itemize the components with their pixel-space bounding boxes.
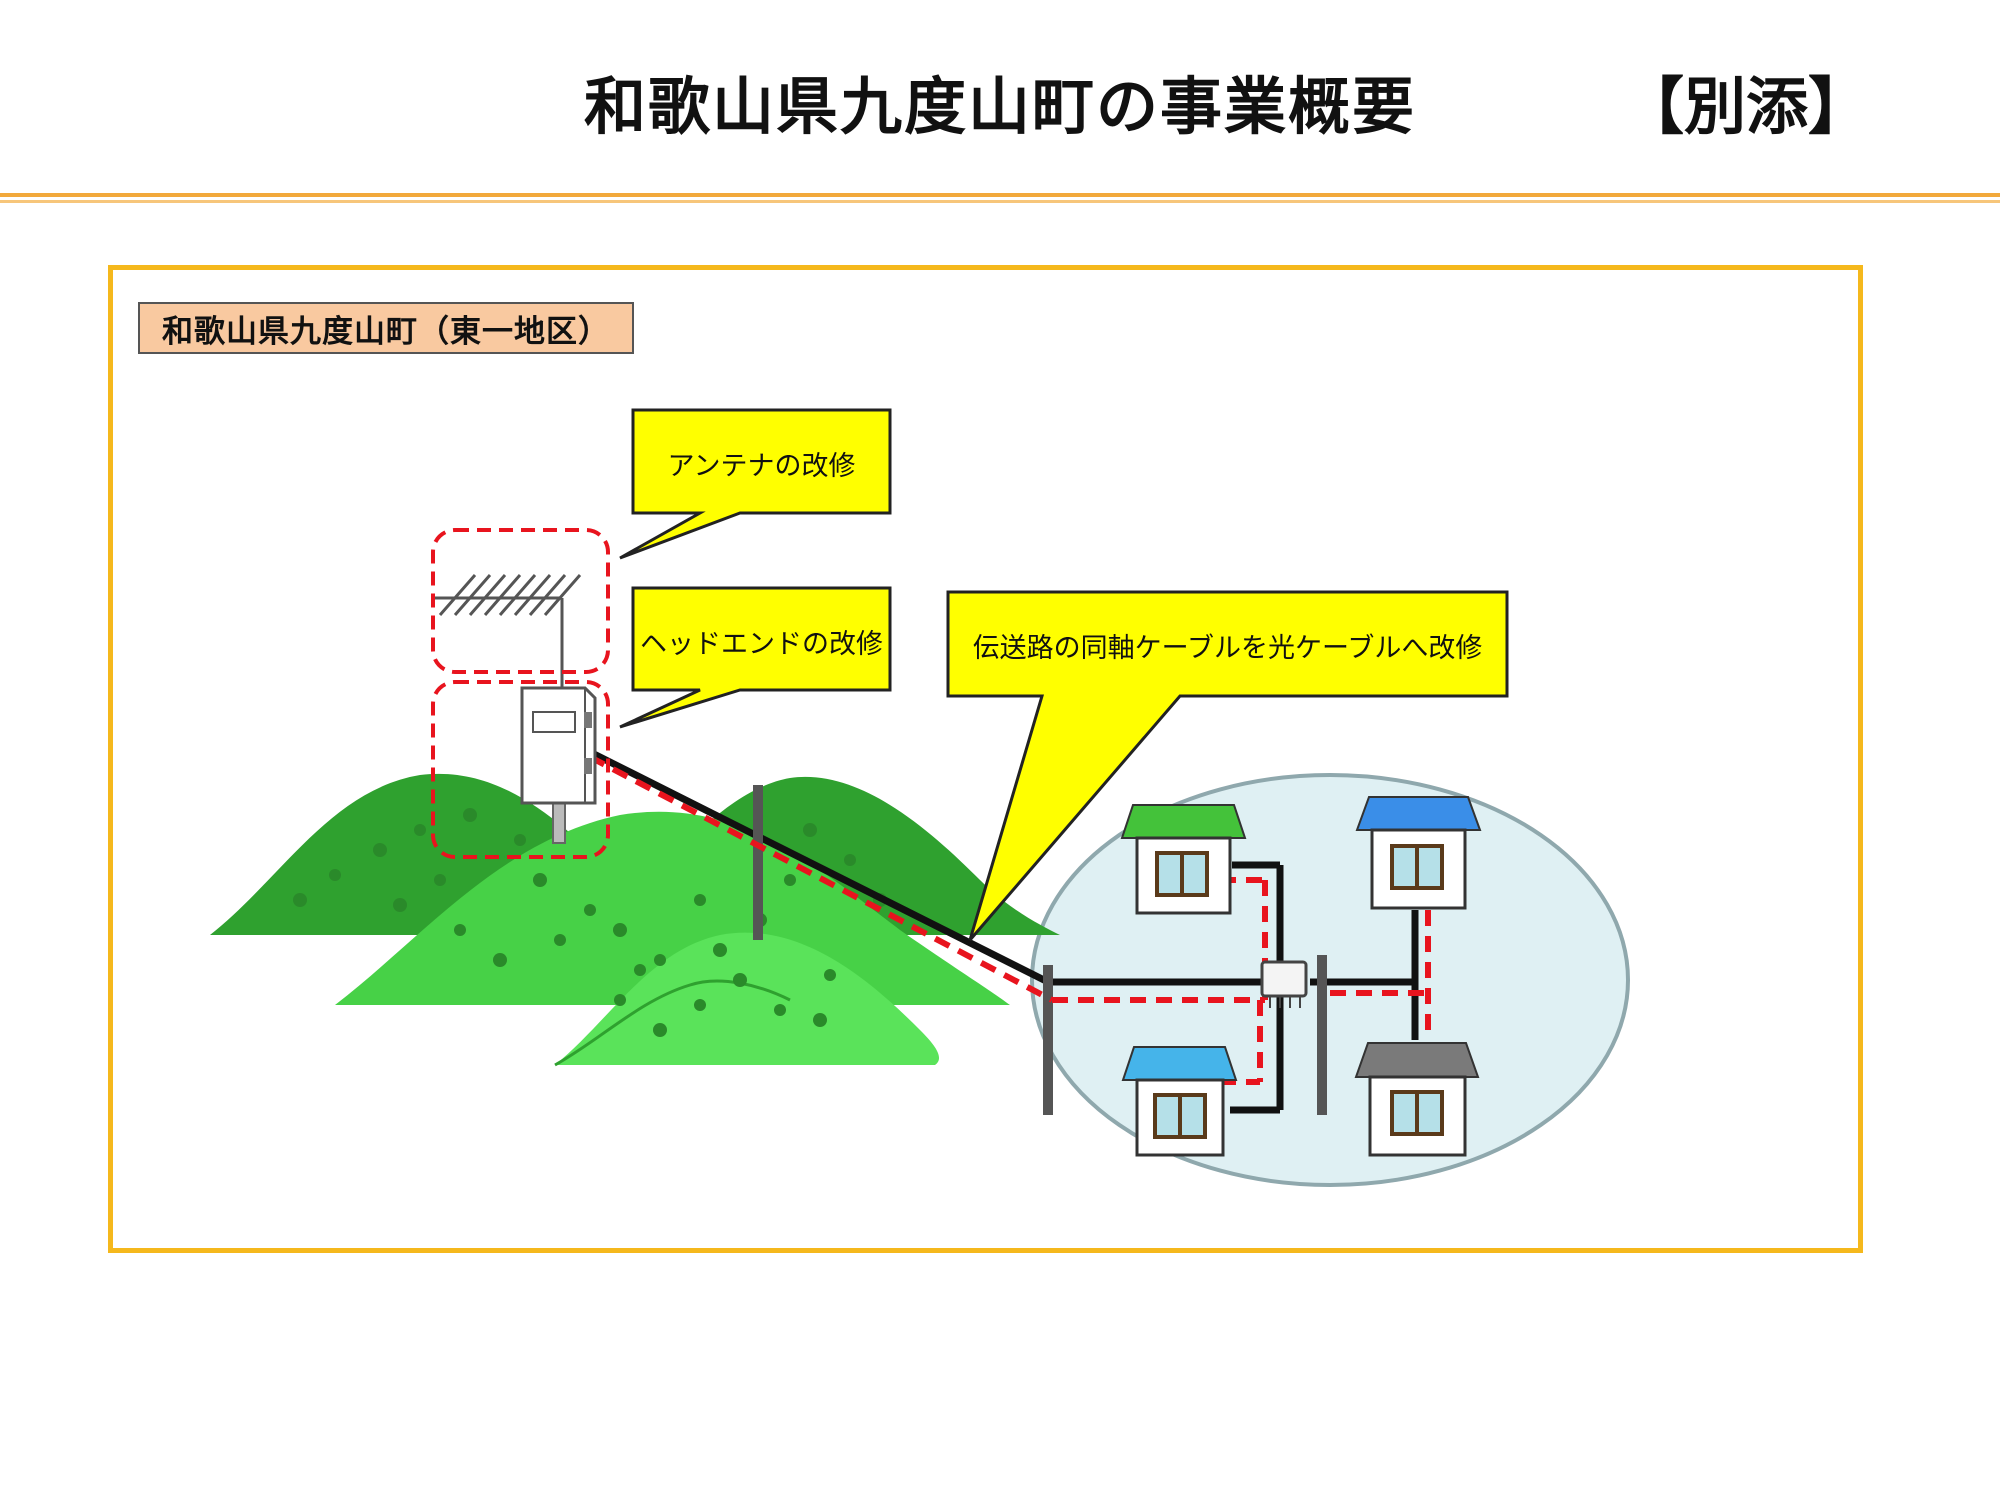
attachment-tag: 【別添】 [1621,70,1870,143]
house-gray [1354,1042,1480,1157]
callout-headend-bubble [619,586,892,729]
page-title: 和歌山県九度山町の事業概要 [583,70,1416,143]
callout-antenna-text: アンテナの改修 [667,451,856,482]
antenna-icon [432,574,582,688]
callout-cable-bubble [946,590,1509,941]
headend-cabinet [520,686,597,844]
header-rule [0,193,2000,197]
house-lightblue [1121,1046,1238,1157]
callout-headend-text: ヘッドエンドの改修 [640,629,883,660]
header-rule-light [0,200,2000,203]
fiber-cable [588,754,1431,1085]
callout-antenna-bubble [619,408,892,560]
house-green [1120,804,1247,915]
house-blue-top [1355,796,1482,910]
coax-cable [588,748,1419,1114]
region-label: 和歌山県九度山町（東一地区） [138,302,634,354]
headend-renovation-box [431,680,610,859]
utility-poles [753,785,1327,1115]
hills [210,773,1060,1067]
antenna-renovation-box [431,528,610,674]
optical-node [1260,960,1308,1008]
diagram-frame [108,265,1863,1253]
callout-cable-text: 伝送路の同軸ケーブルを光ケーブルへ改修 [972,633,1483,664]
